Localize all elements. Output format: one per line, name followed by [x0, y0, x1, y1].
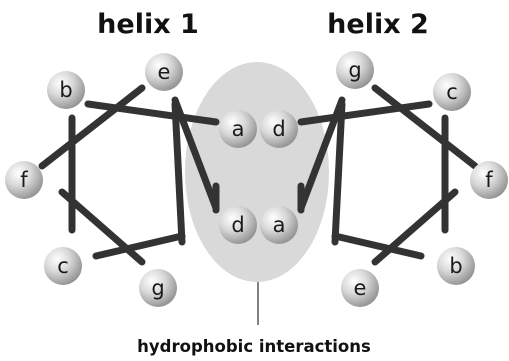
- svg-text:a: a: [273, 213, 286, 237]
- svg-text:d: d: [272, 117, 285, 141]
- helix-1-residue-e: e: [145, 53, 183, 91]
- helix-1-residue-g: g: [139, 269, 177, 307]
- svg-text:e: e: [158, 60, 171, 84]
- helix-1-residue-f: f: [5, 161, 43, 199]
- helix-1-segment: [38, 84, 146, 170]
- hydrophobic-interactions-caption: hydrophobic interactions: [137, 337, 371, 356]
- svg-text:c: c: [446, 80, 458, 104]
- helix-2-residue-g: g: [336, 51, 374, 89]
- helix-1-residue-d: d: [219, 206, 257, 244]
- helix-2-segment: [331, 232, 425, 260]
- helix-1-residue-b: b: [47, 71, 85, 109]
- helix-1-segment: [92, 232, 186, 260]
- svg-text:c: c: [57, 254, 69, 278]
- hydrophobic-interface-region: [185, 62, 329, 282]
- svg-text:b: b: [449, 254, 462, 278]
- helix-2-segment: [371, 84, 479, 170]
- svg-text:g: g: [151, 276, 164, 300]
- helix-1-title: helix 1: [97, 9, 199, 40]
- helix-2-residue-a: a: [260, 206, 298, 244]
- svg-text:e: e: [354, 276, 367, 300]
- helix-2-segment: [297, 96, 346, 212]
- helix-1-segment: [84, 100, 220, 126]
- helix-1-wheel: [38, 84, 220, 266]
- helix-2-segment: [297, 100, 433, 126]
- helix-2-residue-b: b: [437, 247, 475, 285]
- svg-text:a: a: [232, 117, 245, 141]
- svg-text:g: g: [348, 58, 361, 82]
- helix-2-residue-e: e: [341, 269, 379, 307]
- helix-2-residue-d: d: [260, 110, 298, 148]
- helix-1-segment: [171, 96, 220, 212]
- helix-1-residue-c: c: [44, 247, 82, 285]
- svg-text:f: f: [485, 168, 493, 192]
- helix-2-residue-c: c: [433, 73, 471, 111]
- svg-text:b: b: [59, 78, 72, 102]
- helix-1-segment: [171, 100, 186, 246]
- svg-text:f: f: [20, 168, 28, 192]
- helix-2-wheel: [297, 84, 479, 266]
- svg-text:d: d: [231, 213, 244, 237]
- helix-2-title: helix 2: [327, 9, 429, 40]
- helix-1-residue-a: a: [219, 110, 257, 148]
- helix-2-residue-f: f: [470, 161, 508, 199]
- helix-2-segment: [331, 100, 346, 246]
